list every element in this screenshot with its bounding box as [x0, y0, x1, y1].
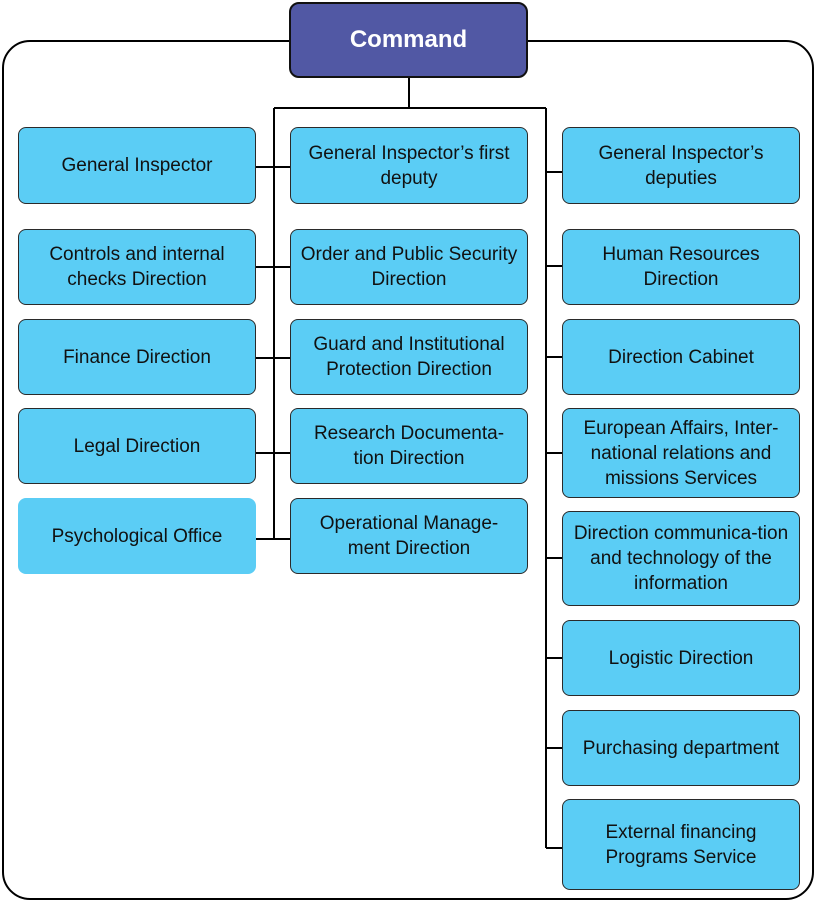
node-human-resources[interactable]: Human Resources Direction [562, 229, 800, 305]
node-research-documentation[interactable]: Research Documenta-tion Direction [290, 408, 528, 484]
node-guard-institutional-protection[interactable]: Guard and Institutional Protection Direc… [290, 319, 528, 395]
node-controls-internal-checks[interactable]: Controls and internal checks Direction [18, 229, 256, 305]
node-logistic-direction[interactable]: Logistic Direction [562, 620, 800, 696]
node-order-public-security[interactable]: Order and Public Security Direction [290, 229, 528, 305]
node-external-financing[interactable]: External financing Programs Service [562, 799, 800, 890]
node-psychological-office[interactable]: Psychological Office [18, 498, 256, 574]
node-communication-technology[interactable]: Direction communica-tion and technology … [562, 511, 800, 606]
command-box[interactable]: Command [289, 2, 528, 78]
node-direction-cabinet[interactable]: Direction Cabinet [562, 319, 800, 395]
node-european-affairs[interactable]: European Affairs, Inter-national relatio… [562, 408, 800, 498]
node-deputies[interactable]: General Inspector’s deputies [562, 127, 800, 204]
node-purchasing-department[interactable]: Purchasing department [562, 710, 800, 786]
node-finance-direction[interactable]: Finance Direction [18, 319, 256, 395]
node-legal-direction[interactable]: Legal Direction [18, 408, 256, 484]
node-operational-management[interactable]: Operational Manage-ment Direction [290, 498, 528, 574]
node-first-deputy[interactable]: General Inspector’s first deputy [290, 127, 528, 204]
node-general-inspector[interactable]: General Inspector [18, 127, 256, 204]
